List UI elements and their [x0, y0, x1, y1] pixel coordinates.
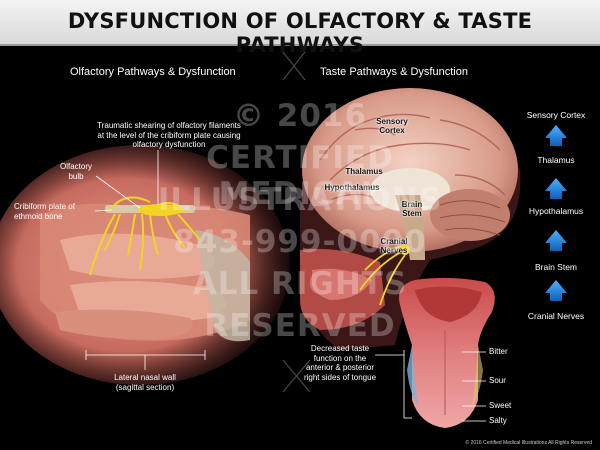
tongue-illustration: [399, 277, 495, 428]
up-arrow-icon: [545, 178, 567, 199]
chain-sensory-cortex: Sensory Cortex: [526, 110, 586, 120]
label-cranial-nerves: Cranial Nerves: [380, 237, 408, 256]
label-olfactory-bulb: Olfactory bulb: [59, 162, 92, 181]
up-arrow-icon: [545, 280, 567, 301]
leader-lines: [85, 150, 486, 422]
label-hypothalamus: Hypothalamus: [324, 183, 380, 192]
watermark-line-2: CERTIFIED MEDICAL: [206, 140, 394, 212]
watermark-line-1: © 2016: [232, 98, 368, 134]
chain-brain-stem: Brain Stem: [534, 262, 578, 272]
watermark-line-3: ILLUSTRATIONS: [157, 182, 443, 218]
up-arrow-icon: [545, 125, 567, 146]
up-arrow-icon: [545, 230, 567, 251]
label-salty: Salty: [489, 416, 507, 425]
section-title-taste: Taste Pathways & Dysfunction: [320, 66, 468, 78]
label-sour: Sour: [489, 376, 506, 385]
title-bar: DYSFUNCTION OF OLFACTORY & TASTE PATHWAY…: [0, 0, 600, 57]
chain-hypothalamus: Hypothalamus: [528, 206, 584, 216]
label-lateral-nasal-wall: Lateral nasal wall (sagittal section): [114, 373, 176, 392]
label-sensory-cortex: Sensory Cortex: [376, 117, 408, 136]
chain-thalamus: Thalamus: [537, 155, 575, 165]
logo-mark: [282, 51, 311, 393]
label-sweet: Sweet: [489, 401, 512, 410]
section-title-olfactory: Olfactory Pathways & Dysfunction: [70, 66, 236, 78]
label-brain-stem: Brain Stem: [401, 200, 423, 219]
pathway-arrows: [545, 125, 567, 301]
label-bitter: Bitter: [489, 347, 508, 356]
watermark-line-4: 843-999-0000: [173, 224, 427, 260]
label-traumatic-shearing: Traumatic shearing of olfactory filament…: [97, 121, 241, 150]
label-thalamus: Thalamus: [345, 167, 383, 176]
label-decreased-taste: Decreased taste function on the anterior…: [303, 344, 377, 382]
brain-illustration: [300, 88, 521, 351]
page-title: DYSFUNCTION OF OLFACTORY & TASTE PATHWAY…: [67, 9, 533, 57]
nasal-cavity-illustration: [0, 145, 290, 385]
watermark-line-6: RESERVED: [204, 308, 396, 344]
chain-cranial-nerves: Cranial Nerves: [527, 311, 585, 321]
watermark-line-5: ALL RIGHTS: [192, 266, 408, 302]
label-cribiform-plate: Cribiform plate of ethmoid bone: [14, 202, 75, 221]
copyright-notice: © 2016 Certified Medical Illustrations A…: [465, 440, 592, 446]
